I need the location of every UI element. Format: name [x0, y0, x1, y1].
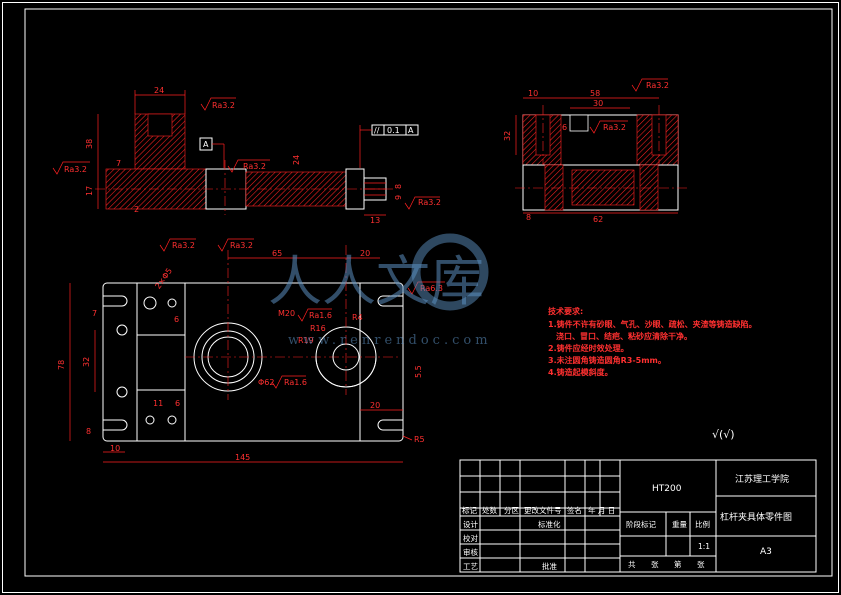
- dim-8-tr: 8: [526, 213, 531, 222]
- dim-2-phi5: 2×Φ5: [153, 266, 174, 290]
- tol-symbol: //: [374, 126, 380, 135]
- dim-30: 30: [593, 99, 603, 108]
- roughness-pv-3: Ra6.3: [420, 284, 443, 293]
- dim-65: 65: [272, 249, 282, 258]
- tb-header-5: 年 月 日: [588, 505, 615, 515]
- dim-20-bot: 20: [370, 401, 380, 410]
- dim-17: 17: [85, 186, 94, 196]
- tb-drawing-name: 杠杆夹具体零件图: [720, 511, 792, 523]
- notes-line-2: 浇口、冒口、结疤、粘砂应清除干净。: [556, 331, 692, 341]
- dim-8-mid: 8: [394, 184, 403, 189]
- dim-13: 13: [370, 216, 380, 225]
- tb-row-design: 设计: [463, 519, 478, 529]
- dim-9-mid: 9: [394, 195, 403, 200]
- watermark-url: www.renrendoc.com: [288, 333, 492, 348]
- tb-sheets-3: 张: [697, 560, 705, 569]
- notes-title: 技术要求:: [548, 306, 583, 316]
- dim-2: 2: [134, 205, 139, 214]
- roughness-tm: Ra3.2: [418, 198, 441, 207]
- top-middle-annotations: // 0.1 A 24 13 8 9 Ra3.2: [292, 124, 441, 225]
- tb-sheets-2: 第: [674, 559, 682, 569]
- roughness-pv-4: Ra1.6: [309, 311, 332, 320]
- dim-7: 7: [116, 159, 121, 168]
- tb-stage-label: 阶段标记: [626, 519, 656, 529]
- dim-6-plan-bot: 6: [175, 399, 180, 408]
- tb-header-2: 分区: [504, 506, 519, 515]
- dim-24-mid: 24: [292, 155, 301, 165]
- tb-header-4: 签名: [567, 505, 582, 515]
- title-block: HT200 江苏理工学院 杠杆夹具体零件图 A3 1:1 标记 处数 分区 更改…: [459, 459, 817, 573]
- roughness-tl-1: Ra3.2: [212, 101, 235, 110]
- tb-weight-label: 重量: [672, 520, 687, 529]
- dim-58: 58: [590, 89, 600, 98]
- tb-row-process: 工艺: [463, 562, 478, 571]
- tb-scale-label: 比例: [695, 519, 710, 529]
- dim-10-tr: 10: [528, 89, 538, 98]
- notes-line-3: 2.铸件应经时效处理。: [548, 343, 629, 353]
- tb-school: 江苏理工学院: [735, 473, 789, 485]
- dim-r19: R19: [298, 336, 314, 345]
- dim-r4: R4: [352, 313, 363, 322]
- dim-6-plan-top: 6: [174, 315, 179, 324]
- dim-38: 38: [85, 139, 94, 149]
- dim-r16: R16: [310, 324, 326, 333]
- tol-value: 0.1: [387, 126, 400, 135]
- tb-header-1: 处数: [482, 505, 497, 515]
- surface-finish-mark: √(√): [712, 428, 735, 441]
- dim-5-5: 5.5: [414, 365, 423, 378]
- dim-m20: M20: [278, 309, 295, 318]
- roughness-pv-2: Ra3.2: [230, 241, 253, 250]
- tb-row-check: 校对: [463, 533, 478, 543]
- dim-7-plan: 7: [92, 309, 97, 318]
- tb-sheets-1: 张: [651, 560, 659, 569]
- dim-32-tr: 32: [503, 131, 512, 141]
- dim-32-plan: 32: [82, 357, 91, 367]
- dim-8-plan: 8: [86, 427, 91, 436]
- dim-phi62: Φ62: [258, 378, 274, 387]
- dim-11: 11: [153, 399, 163, 408]
- watermark: 人人文库 www.renrendoc.com: [268, 233, 492, 348]
- roughness-tl-2: Ra3.2: [64, 165, 87, 174]
- datum-a: A: [203, 140, 209, 149]
- tb-row-review: 审核: [463, 547, 478, 557]
- tb-sheet-size: A3: [760, 547, 772, 557]
- inner-border: [24, 8, 833, 577]
- tb-material: HT200: [652, 484, 682, 494]
- notes-line-4: 3.未注圆角铸造圆角R3-5mm。: [548, 355, 666, 365]
- notes-line-1: 1.铸件不许有砂眼、气孔、沙眼、疏松、夹渣等铸造缺陷。: [548, 319, 757, 329]
- dim-145: 145: [235, 453, 250, 462]
- dim-6-tr: 6: [562, 123, 567, 132]
- tb-sheets-0: 共: [628, 560, 636, 569]
- tb-header-3: 更改文件号: [524, 505, 562, 515]
- roughness-tr-2: Ra3.2: [603, 123, 626, 132]
- notes-line-5: 4.铸造起模斜度。: [548, 367, 613, 377]
- dim-r5: R5: [414, 435, 425, 444]
- dim-24-left: 24: [154, 86, 164, 95]
- tb-approve: 批准: [542, 561, 557, 571]
- roughness-pv-1: Ra3.2: [172, 241, 195, 250]
- technical-notes: 技术要求: 1.铸件不许有砂眼、气孔、沙眼、疏松、夹渣等铸造缺陷。 浇口、冒口、…: [548, 306, 757, 377]
- dim-10-plan: 10: [110, 444, 120, 453]
- tb-scale: 1:1: [698, 542, 710, 551]
- tb-standardize: 标准化: [538, 519, 561, 529]
- top-right-view: 10 58 30 32 6 8 62 Ra3.2 Ra3.2: [503, 78, 690, 224]
- roughness-tr-1: Ra3.2: [646, 81, 669, 90]
- dim-62: 62: [593, 215, 603, 224]
- tb-header-0: 标记: [462, 505, 477, 515]
- tol-datum: A: [408, 126, 414, 135]
- top-left-section-view: 24 38 17 7 2 Ra3.2 Ra3.2 Ra3.2 A: [52, 86, 395, 215]
- roughness-pv-5: Ra1.6: [284, 378, 307, 387]
- watermark-text: 人人文库: [268, 250, 484, 313]
- dim-20-top: 20: [360, 249, 370, 258]
- roughness-tl-3: Ra3.2: [243, 162, 266, 171]
- dim-78: 78: [57, 360, 66, 370]
